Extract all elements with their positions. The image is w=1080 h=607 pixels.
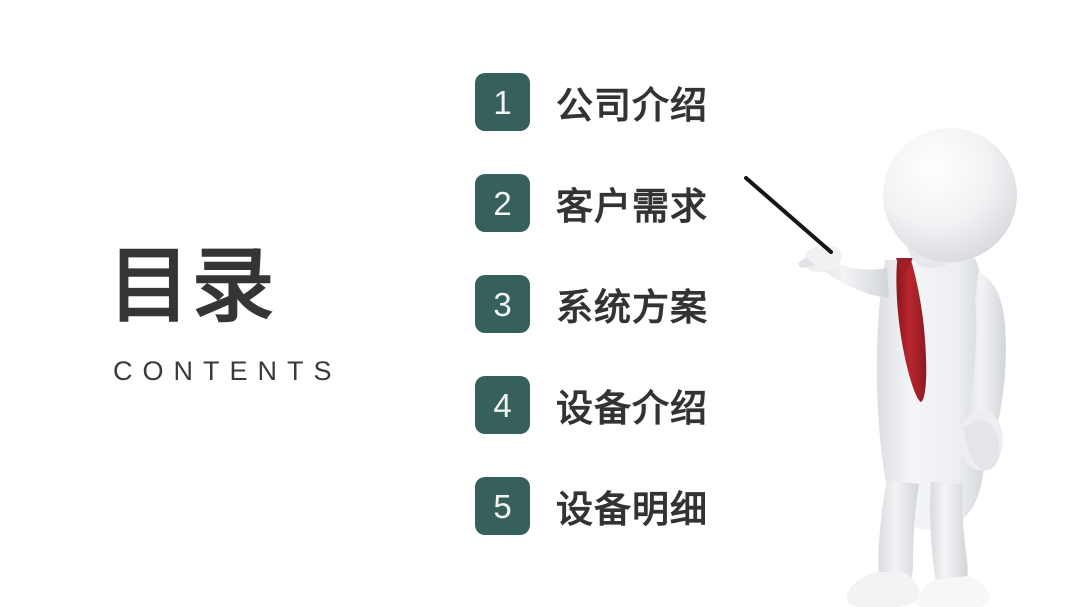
contents-item-1[interactable]: 1 公司介绍 xyxy=(475,73,775,131)
mascot-necktie xyxy=(896,258,927,402)
contents-item-label: 客户需求 xyxy=(556,186,708,227)
title-block: 目录 CONTENTS xyxy=(108,246,408,387)
page-subtitle: CONTENTS xyxy=(113,356,342,386)
contents-number-badge: 3 xyxy=(475,275,530,333)
contents-item-label: 设备介绍 xyxy=(556,388,708,429)
mascot-legs xyxy=(847,480,990,607)
mascot-torso xyxy=(876,258,992,530)
contents-number-badge: 5 xyxy=(475,477,530,535)
contents-item-4[interactable]: 4 设备介绍 xyxy=(475,376,775,434)
contents-item-label: 系统方案 xyxy=(556,287,708,328)
contents-item-label: 公司介绍 xyxy=(556,85,708,126)
page-title: 目录 xyxy=(108,241,277,332)
contents-item-2[interactable]: 2 客户需求 xyxy=(475,174,775,232)
contents-item-3[interactable]: 3 系统方案 xyxy=(475,275,775,333)
contents-item-5[interactable]: 5 设备明细 xyxy=(475,477,775,535)
contents-list: 1 公司介绍 2 客户需求 3 系统方案 4 设备介绍 5 设备明细 xyxy=(475,73,775,535)
mascot-left-arm xyxy=(798,245,889,298)
contents-number-badge: 2 xyxy=(475,174,530,232)
mascot-figure-image xyxy=(735,110,1080,607)
contents-number-badge: 1 xyxy=(475,73,530,131)
contents-number-badge: 4 xyxy=(475,376,530,434)
mascot-head xyxy=(883,128,1017,268)
contents-item-label: 设备明细 xyxy=(556,489,708,530)
mascot-right-arm xyxy=(959,272,1006,471)
